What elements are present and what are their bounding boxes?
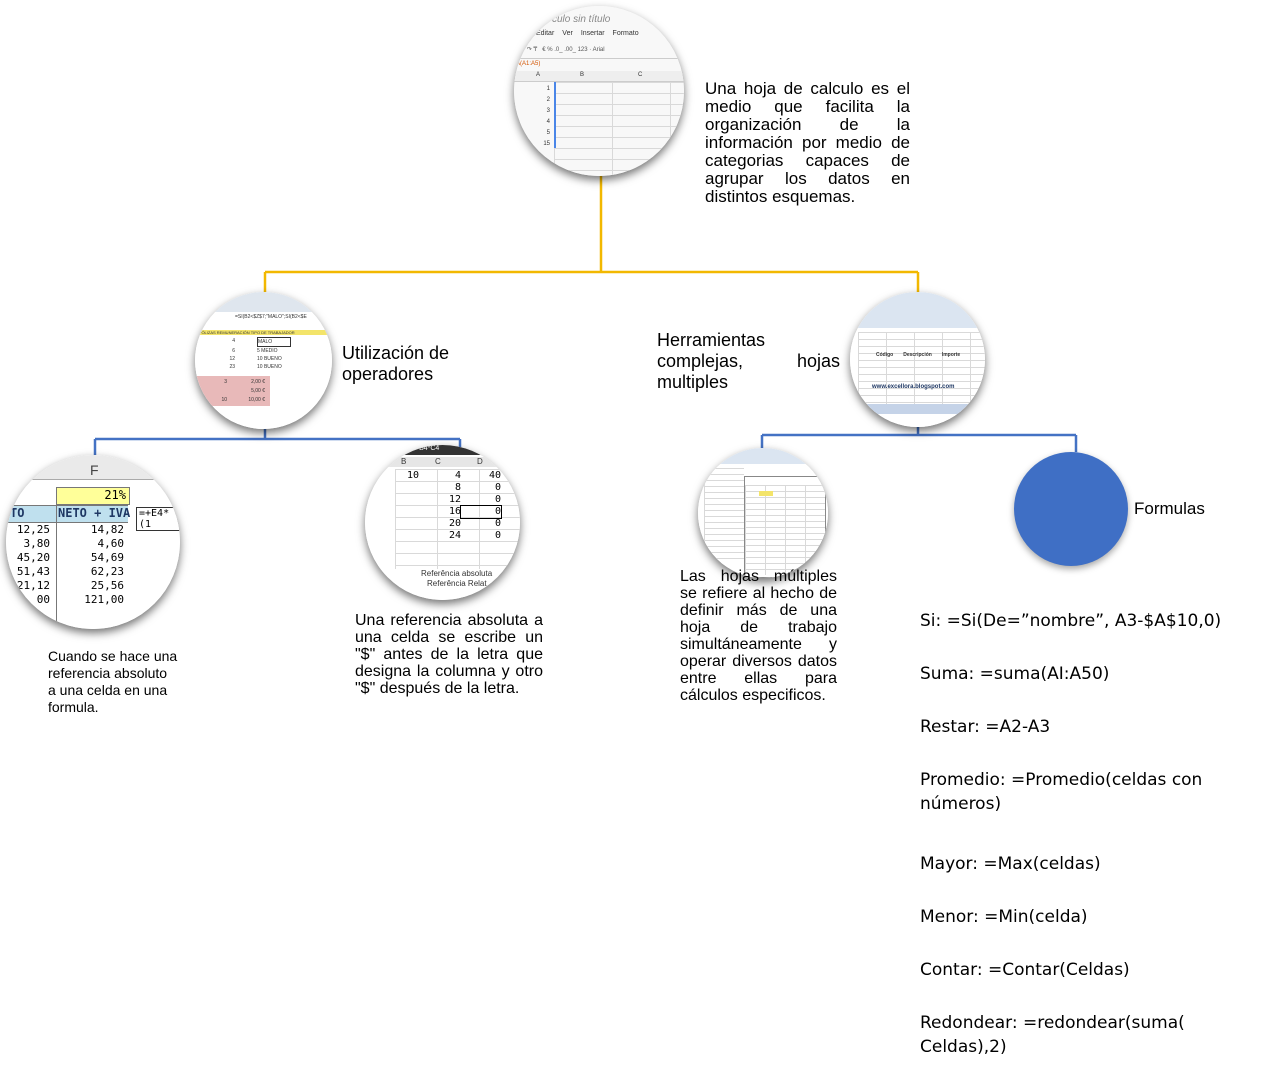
highlight-cell	[759, 491, 773, 496]
header-neto-iva: NETO + IVA	[58, 506, 131, 520]
column-divider	[56, 505, 57, 629]
cell-grid	[858, 332, 985, 412]
col-a: A	[536, 72, 541, 78]
formulas-label: Formulas	[1134, 499, 1205, 518]
name-box: A(A1:A5)	[516, 61, 541, 67]
operators-label: Utilización de operadores	[342, 343, 450, 384]
formula-min: Menor: =Min(celda)	[920, 907, 1088, 927]
top-level-connectors	[263, 170, 920, 296]
formula-subtract: Restar: =A2-A3	[920, 717, 1051, 737]
selection-marker	[554, 82, 556, 148]
ribbon	[698, 448, 828, 464]
menu-item: Ver	[562, 30, 573, 37]
operators-spreadsheet-image: =SI(B2<$Z$7;"MALO";SI(B2<$E S PÓLIZAS RE…	[195, 292, 332, 429]
col-c: C	[638, 72, 643, 78]
percent-cell	[56, 487, 130, 505]
multiple-sheets-caption: Las hojas múltiples se refiere al hecho …	[680, 568, 837, 704]
absolute-reference-caption: Cuando se hace una referencia absoluto a…	[48, 648, 178, 715]
formula-bar: =SI(B2<$Z$7;"MALO";SI(B2<$E	[235, 314, 307, 320]
front-sheet	[744, 476, 826, 578]
top-bar	[365, 445, 520, 455]
formula-round: Redondear: =redondear(suma( Celdas),2)	[920, 1013, 1185, 1057]
multiple-sheets-leaf-image	[698, 448, 828, 578]
col-b: B	[580, 72, 585, 78]
header-row-text: S PÓLIZAS REMUNERACIÓN TIPO DE TRABAJADO…	[195, 330, 295, 335]
toolbar: ↶ ↷ ₸ € % .0_ .00_ 123 · Arial	[520, 47, 605, 53]
front-sheet-grid	[745, 485, 825, 575]
header-band	[6, 505, 128, 523]
formula-tooltip: =+E4*(1	[136, 507, 180, 531]
formula-sum: Suma: =suma(AI:A50)	[920, 664, 1110, 684]
menu-bar: Editar Ver Insertar Formato	[536, 30, 639, 37]
menu-item: Formato	[612, 30, 639, 37]
sheet-tabs	[850, 404, 985, 414]
column-header-bar: A B C	[514, 71, 684, 82]
header-row	[195, 330, 332, 335]
pink-block	[195, 376, 270, 406]
tools-label: Herramientas complejas, hojas multiples	[657, 330, 840, 392]
sheet-title: culo sin título	[552, 14, 611, 25]
root-spreadsheet-image: culo sin título Editar Ver Insertar Form…	[514, 6, 684, 176]
formula-max: Mayor: =Max(celdas)	[920, 854, 1101, 874]
formulas-node	[1014, 452, 1128, 566]
watermark: www.excellora.blogspot.com	[872, 384, 955, 390]
relative-reference-caption: Una referencia absoluta a una celda se e…	[355, 612, 543, 697]
cell-grid	[554, 82, 684, 176]
footer-absolute: Referência absoluta	[421, 569, 493, 578]
column-header-bar: B C D	[365, 457, 520, 467]
formula-average: Promedio: =Promedio(celdas con números)	[920, 770, 1203, 814]
formula-if: Si: =Si(De=”nombre”, A3-$A$10,0)	[920, 611, 1222, 631]
divider	[514, 58, 684, 59]
formula-bar: =B4*C4	[415, 445, 440, 452]
cell-grid	[395, 469, 520, 569]
ribbon	[195, 292, 332, 312]
formula-count: Contar: =Contar(Celdas)	[920, 960, 1130, 980]
footer-relative: Referência Relat	[427, 579, 487, 588]
ribbon	[850, 292, 985, 328]
menu-item: Editar	[536, 30, 555, 37]
percent-value: 21%	[104, 488, 126, 502]
header-to: TO	[10, 506, 25, 520]
second-level-connectors	[93, 420, 1078, 462]
menu-item: Insertar	[580, 30, 605, 37]
column-f-header: F	[90, 462, 99, 478]
column-header-bar	[6, 455, 180, 480]
back-sheet	[704, 468, 744, 564]
root-description: Una hoja de calculo es el medio que faci…	[705, 79, 910, 206]
